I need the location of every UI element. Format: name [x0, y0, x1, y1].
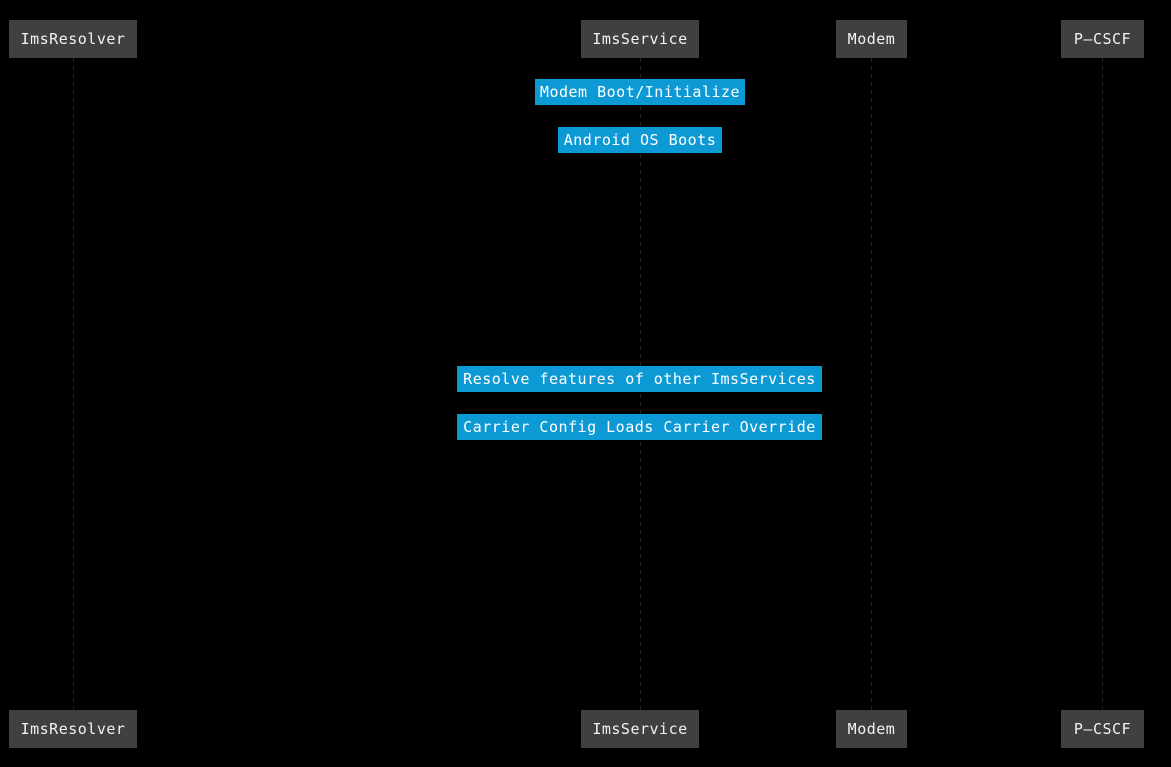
participant-label: ImsService: [592, 719, 688, 738]
note-label: Modem Boot/Initialize: [539, 82, 741, 101]
note-label: Carrier Config Loads Carrier Override: [463, 417, 816, 436]
note-modem-boot-initialize[interactable]: Modem Boot/Initialize: [535, 79, 745, 105]
note-label: Android OS Boots: [563, 130, 717, 149]
participant-imsresolver[interactable]: ImsResolver: [9, 710, 137, 748]
participant-modem[interactable]: Modem: [836, 710, 907, 748]
participant-p-cscf[interactable]: P–CSCF: [1061, 20, 1144, 58]
note-android-os-boots[interactable]: Android OS Boots: [558, 127, 722, 153]
lifeline-imsresolver: [73, 58, 74, 709]
note-label: Resolve features of other ImsServices: [463, 369, 816, 388]
participant-label: ImsResolver: [20, 29, 126, 48]
participant-imsservice[interactable]: ImsService: [581, 710, 699, 748]
participant-label: Modem: [847, 29, 896, 48]
note-resolve-features-of-other-imsservices[interactable]: Resolve features of other ImsServices: [457, 366, 822, 392]
note-carrier-config-loads-carrier-override[interactable]: Carrier Config Loads Carrier Override: [457, 414, 822, 440]
participant-label: P–CSCF: [1073, 29, 1132, 48]
participant-label: ImsService: [592, 29, 688, 48]
participant-imsresolver[interactable]: ImsResolver: [9, 20, 137, 58]
lifeline-p-cscf: [1102, 58, 1103, 709]
participant-modem[interactable]: Modem: [836, 20, 907, 58]
participant-label: ImsResolver: [20, 719, 126, 738]
participant-label: Modem: [847, 719, 896, 738]
participant-imsservice[interactable]: ImsService: [581, 20, 699, 58]
lifeline-modem: [871, 58, 872, 709]
participant-p-cscf[interactable]: P–CSCF: [1061, 710, 1144, 748]
participant-label: P–CSCF: [1073, 719, 1132, 738]
